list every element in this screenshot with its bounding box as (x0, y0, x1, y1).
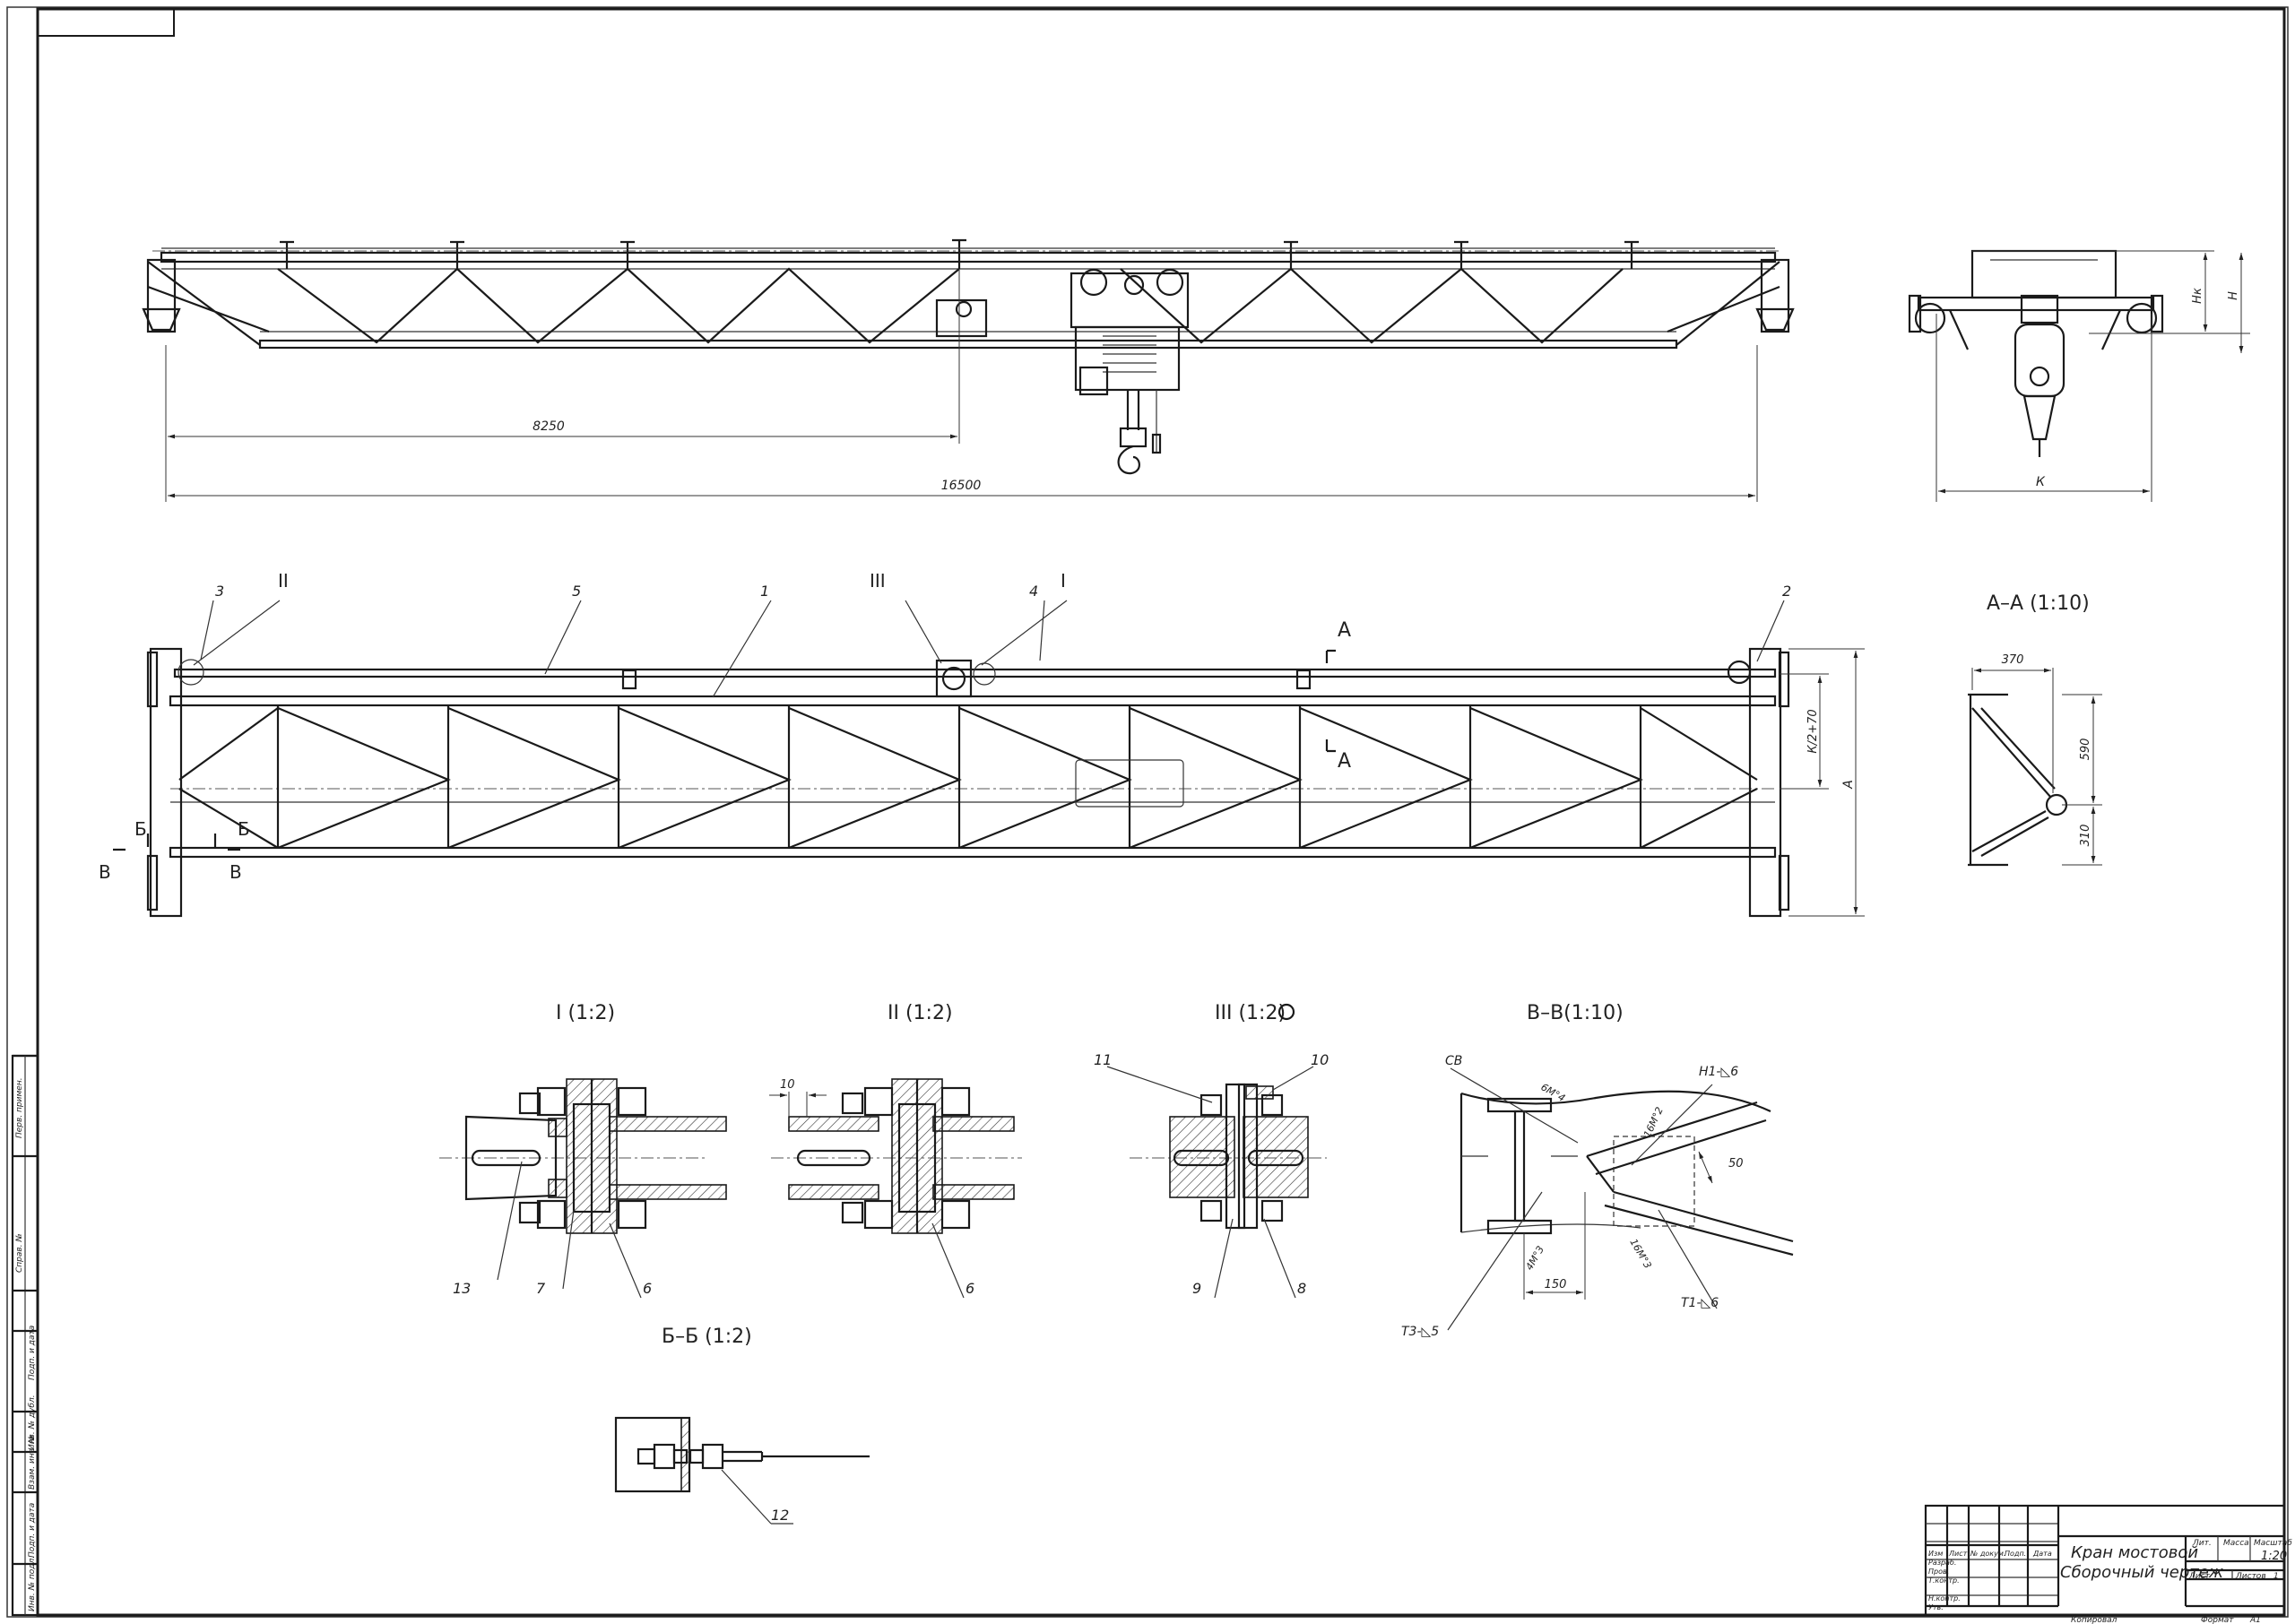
detail-i: I (1:2) 13 7 6 (439, 1002, 727, 1299)
detail-ii-title: II (1:2) (888, 1002, 953, 1024)
pos-13: 13 (453, 1280, 471, 1297)
tb-mass: Масса (2223, 1539, 2249, 1548)
pos-6-i: 6 (643, 1280, 652, 1297)
detail-i-title: I (1:2) (556, 1002, 615, 1024)
dim-vv-50: 50 (1728, 1157, 1744, 1170)
title-block: Изм Лист № докум. Подп. Дата Разраб. Про… (1924, 1504, 2292, 1624)
tb-doc-no: № докум. (1970, 1550, 2005, 1558)
dim-aa-590: 590 (2079, 739, 2092, 761)
tb-format: Формат (2201, 1616, 2234, 1624)
section-bb-title: Б–Б (1:2) (662, 1326, 752, 1348)
side-podp-data-1: Подп. и дата (28, 1326, 37, 1380)
tb-prov: Пров. (1928, 1568, 1949, 1576)
dim-vv-150: 150 (1545, 1278, 1567, 1291)
section-bb: Б–Б (1:2) 12 (614, 1326, 870, 1525)
section-aa-title: А–А (1:10) (1987, 592, 2090, 615)
weld-t1: Т1-◺6 (1681, 1296, 1719, 1310)
section-vv: В–В(1:10) 150 50 СВ Т3-◺5 Н1-◺6 Т1-◺6 4M… (1401, 1002, 1794, 1339)
weld-m4: 4M°3 (1523, 1244, 1546, 1273)
tb-copied: Копировал (2071, 1616, 2117, 1624)
drawing-title-1: Кран мостовой (2071, 1543, 2198, 1562)
detail-iii-title: III (1:2) (1215, 1002, 1286, 1024)
sec-b-mark-left: Б (134, 818, 147, 840)
pos-4: 4 (1029, 583, 1038, 600)
plan-view: А К/2+70 А А Б Б В В 3 II 5 1 III 4 I 2 (99, 570, 1865, 918)
side-inv-podl: Инв. № подл. (28, 1556, 37, 1611)
sec-b-mark-right: Б (238, 818, 250, 840)
side-view: К Hк H (1908, 249, 2250, 502)
hoist-trolley (1070, 268, 1190, 475)
front-view: 8250 16500 (142, 238, 1795, 502)
sheet-frame (6, 6, 2289, 1618)
pos-8: 8 (1297, 1280, 1306, 1297)
weld-sv: СВ (1445, 1054, 1462, 1068)
dim-aa-310: 310 (2079, 825, 2092, 847)
side-vzam-inv: Взам. инв. № (28, 1435, 37, 1490)
marker-ii: II (278, 570, 289, 592)
dim-aa-370: 370 (2002, 653, 2024, 667)
sec-v-mark-left: В (99, 861, 111, 883)
side-strip: Перв. примен. Справ. № Подп. и дата Инв.… (11, 1054, 39, 1617)
dim-k-side: К (2036, 475, 2046, 489)
marker-i: I (1061, 570, 1066, 592)
detail-ii: II (1:2) 10 6 (769, 1002, 1022, 1299)
rotated-view-icon (1277, 1003, 1295, 1021)
tb-sheets: Листов (2235, 1572, 2266, 1581)
dim-k-half: К/2+70 (1806, 709, 1820, 753)
weld-n1: Н1-◺6 (1699, 1065, 1738, 1079)
pos-3: 3 (215, 583, 224, 600)
pos-5: 5 (572, 583, 581, 600)
pos-9: 9 (1192, 1280, 1201, 1297)
tb-nkontr: Н.контр. (1928, 1594, 1961, 1602)
weld-o6: 6M°4 (1539, 1081, 1568, 1104)
detail-iii: III (1:2) 11 10 9 8 (1094, 1002, 1329, 1299)
side-perv-primen: Перв. примен. (15, 1077, 24, 1138)
weld-t3: Т3-◺5 (1401, 1325, 1439, 1339)
section-vv-title: В–В(1:10) (1527, 1002, 1624, 1024)
tb-tkontr: Т.контр. (1928, 1576, 1960, 1585)
pos-10: 10 (1311, 1051, 1329, 1068)
pos-6-ii: 6 (966, 1280, 974, 1297)
tb-utv: Утв. (1928, 1603, 1944, 1611)
tb-sheet: Лист (2188, 1572, 2211, 1581)
tb-sheets-value: 1 (2273, 1572, 2279, 1581)
dim-half-span: 8250 (533, 419, 565, 434)
pos-1: 1 (760, 583, 769, 600)
dim-span: 16500 (941, 479, 982, 493)
dim-hk: Hк (2191, 288, 2204, 304)
sec-a-mark-top: А (1338, 619, 1351, 642)
tb-format-value: А1 (2249, 1616, 2261, 1624)
pos-2: 2 (1782, 583, 1791, 600)
marker-iii: III (870, 570, 886, 592)
side-inv-dubl: Инв. № дубл. (28, 1395, 37, 1450)
drawing-title-2: Сборочный чертеж (2060, 1563, 2224, 1582)
weld-k16: 16M°3 (1627, 1237, 1653, 1271)
tb-razrab: Разраб. (1928, 1559, 1956, 1567)
sec-v-mark-right: В (230, 861, 242, 883)
sec-a-mark-bottom: А (1338, 750, 1351, 773)
tb-scale-label: Масштаб (2254, 1539, 2292, 1548)
dim-h: H (2227, 291, 2240, 300)
dim-a: А (1841, 780, 1856, 790)
section-aa: А–А (1:10) 370 590 310 (1968, 592, 2102, 867)
pos-11: 11 (1094, 1051, 1112, 1068)
tb-lit: Лит. (2192, 1539, 2212, 1548)
tb-date: Дата (2032, 1550, 2052, 1558)
tb-izm: Изм (1928, 1550, 1943, 1558)
pos-12: 12 (771, 1507, 789, 1524)
tb-scale-value: 1:20 (2261, 1550, 2287, 1563)
side-sprav-no: Справ. № (15, 1233, 24, 1273)
tb-sign: Подп. (2005, 1550, 2026, 1558)
side-podp-data-2: Подп. и дата (28, 1503, 37, 1558)
tb-list: Лист (1948, 1550, 1968, 1558)
dim-detail-10: 10 (780, 1078, 795, 1092)
pos-7: 7 (536, 1280, 546, 1297)
